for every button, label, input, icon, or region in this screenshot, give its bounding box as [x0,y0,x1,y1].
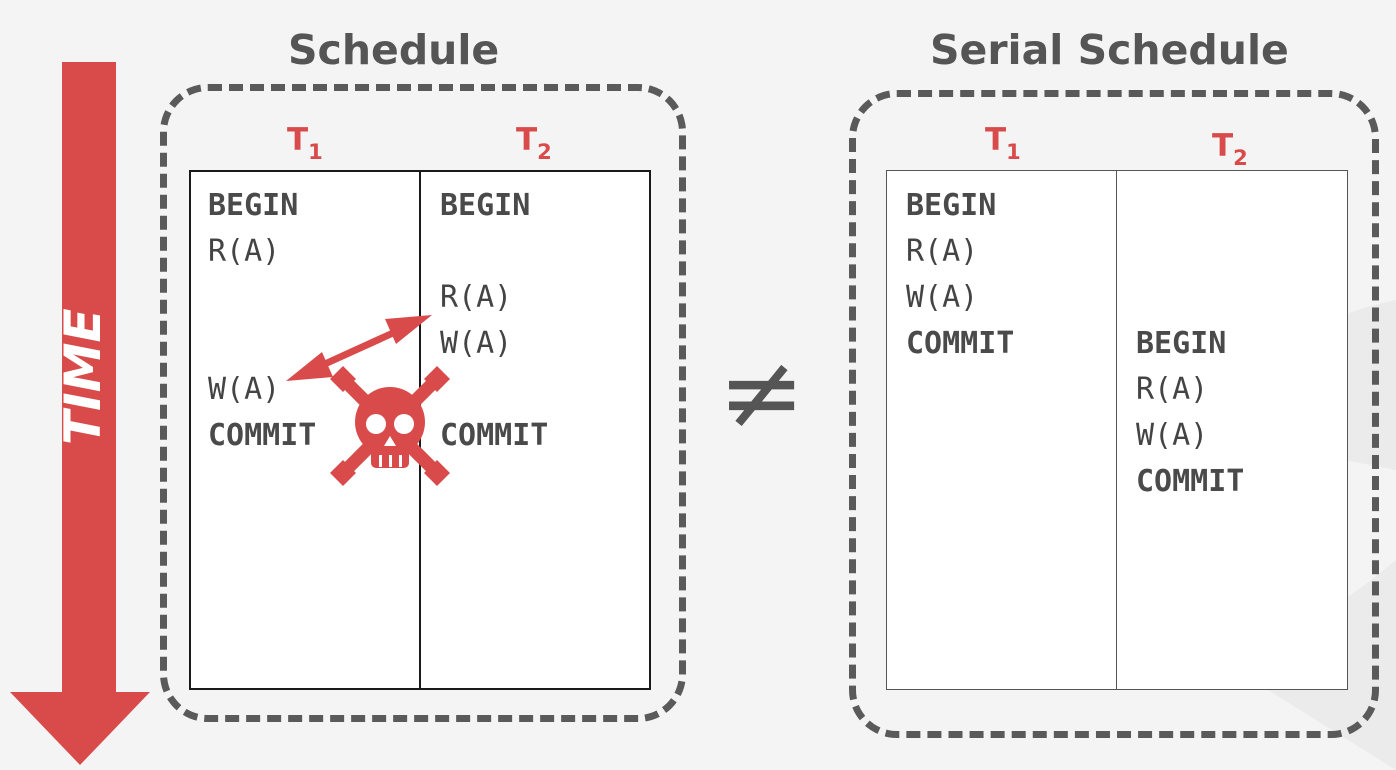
schedule-frame [160,84,686,722]
schedule-t2-read: R(A) [440,280,513,315]
serial-schedule-t1-label: T1 [985,122,1021,164]
serial-schedule-frame [849,90,1379,738]
schedule-t1-read: R(A) [208,234,281,269]
serial-schedule-t2-begin: BEGIN [1136,326,1227,361]
schedule-title: Schedule [288,26,500,74]
serial-schedule-t2-label: T2 [1212,128,1248,170]
serial-schedule-t2-commit: COMMIT [1136,464,1245,499]
serial-schedule-t1-commit: COMMIT [906,326,1015,361]
serial-schedule-t1-read: R(A) [906,234,979,269]
schedule-t2-write: W(A) [440,326,513,361]
schedule-t2-label: T2 [516,122,552,164]
schedule-t1-label: T1 [287,122,323,164]
schedule-t1-commit: COMMIT [208,418,317,453]
schedule-column-divider [419,172,421,688]
serial-schedule-column-divider [1116,171,1117,689]
schedule-t2-commit: COMMIT [440,418,549,453]
serial-schedule-t1-begin: BEGIN [906,188,997,223]
schedule-t1-write: W(A) [208,372,281,407]
serial-schedule-t2-read: R(A) [1136,372,1209,407]
time-axis-label: TIME [54,308,112,445]
schedule-t1-begin: BEGIN [208,188,299,223]
serial-schedule-t2-write: W(A) [1136,418,1209,453]
serial-schedule-t1-write: W(A) [906,280,979,315]
not-equal-symbol: ≠ [718,331,806,453]
time-arrow [10,62,150,765]
serial-schedule-table [886,170,1348,690]
schedule-t2-begin: BEGIN [440,188,531,223]
serial-schedule-title: Serial Schedule [930,26,1289,74]
